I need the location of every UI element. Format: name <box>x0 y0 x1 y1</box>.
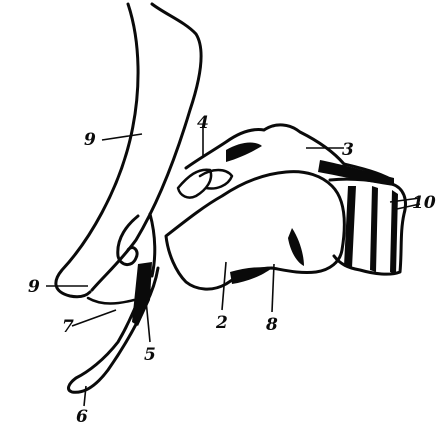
posterior-stripes <box>344 186 398 274</box>
callout-2: 2 <box>215 313 228 333</box>
nasal-septum-line <box>88 298 134 304</box>
leader-5 <box>146 300 150 342</box>
callout-8: 8 <box>265 315 278 335</box>
lower-projection-shading <box>132 262 152 326</box>
callout-10: 10 <box>412 193 436 213</box>
upper-mass-shading <box>226 143 262 162</box>
callout-3: 3 <box>342 140 354 160</box>
small-bone-detail-2 <box>200 170 232 189</box>
central-bone-shading <box>288 228 304 266</box>
callout-4: 4 <box>197 113 209 133</box>
callout-6: 6 <box>76 407 88 424</box>
leader-9-upper <box>102 134 142 140</box>
central-bone-dark-edge <box>230 267 272 284</box>
callout-9-upper: 9 <box>84 130 96 150</box>
leader-7 <box>72 310 116 326</box>
leader-6 <box>84 386 86 406</box>
inner-profile-contour <box>92 4 201 290</box>
callout-7: 7 <box>62 317 74 337</box>
callout-5: 5 <box>144 345 156 365</box>
leader-8 <box>272 264 274 312</box>
callout-9-left: 9 <box>28 277 40 297</box>
